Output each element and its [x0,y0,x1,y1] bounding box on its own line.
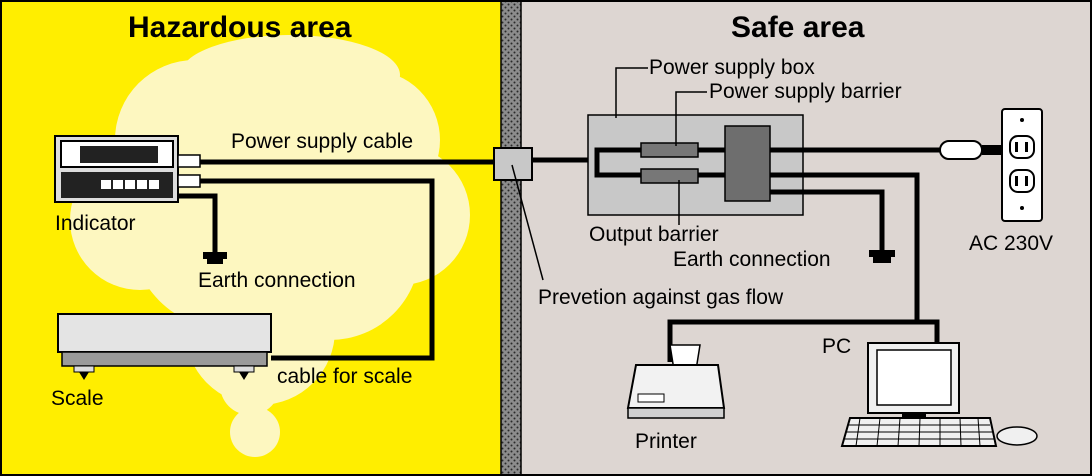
power-supply-box-label: Power supply box [649,56,815,79]
scale-label: Scale [51,387,104,410]
output-barrier-label: Output barrier [589,223,719,246]
safe-area-title: Safe area [731,11,865,44]
pc-label: PC [822,335,852,358]
power-supply-barrier-label: Power supply barrier [709,80,902,103]
output-barrier [640,168,699,184]
printer-device [626,344,726,419]
earth-connection-left-label: Earth connection [198,269,356,292]
earth-connection-right-label: Earth connection [673,248,831,271]
scale-device [57,313,272,380]
hazardous-area-title: Hazardous area [128,11,352,44]
indicator-device [54,135,201,203]
gas-seal-box [493,147,533,181]
separating-wall [501,0,521,476]
pc-computer [840,342,1038,447]
gas-flow-prevention-label: Prevetion against gas flow [538,286,784,309]
power-supply-cable-label: Power supply cable [231,130,414,153]
ac-voltage-label: AC 230V [969,232,1054,255]
printer-label: Printer [635,430,697,453]
cable-for-scale-label: cable for scale [277,365,413,388]
power-plug [939,140,1006,160]
power-supply-barrier [640,142,699,158]
indicator-label: Indicator [55,212,136,235]
psu-block [724,125,771,202]
wall-socket [1001,108,1043,222]
